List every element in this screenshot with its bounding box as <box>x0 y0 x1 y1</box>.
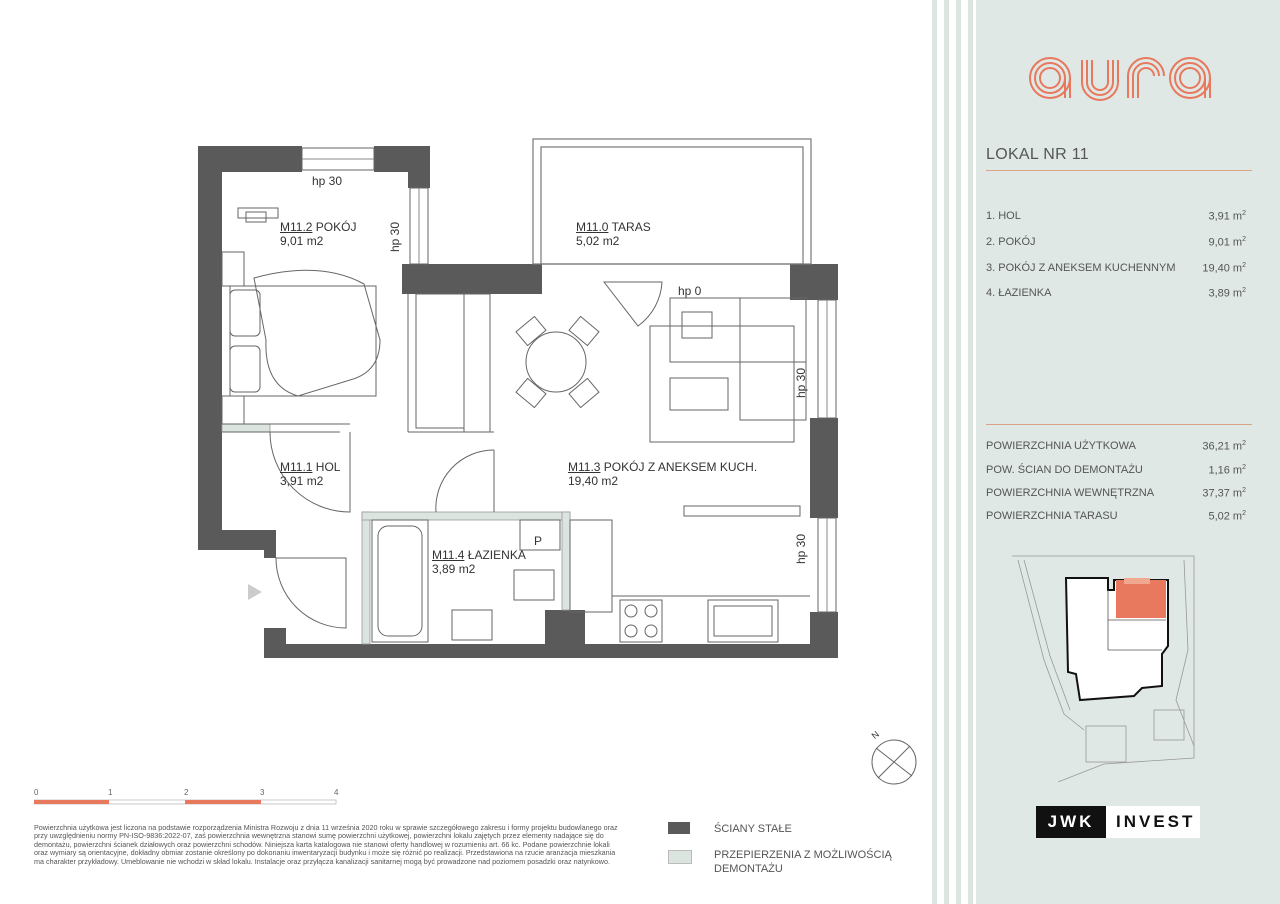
scale-tick: 2 <box>184 788 189 797</box>
info-panel <box>976 0 1280 904</box>
divider <box>986 170 1252 171</box>
wall <box>402 264 542 294</box>
bathtub <box>371 519 429 643</box>
plumbing-marker: P <box>534 534 543 548</box>
kitchen-counter <box>569 519 613 613</box>
decorative-stripe <box>956 0 961 904</box>
sofa <box>669 297 807 363</box>
height-label: hp 30 <box>794 533 808 564</box>
height-label: hp 30 <box>388 221 402 252</box>
developer-logo: JWK INVEST <box>1036 806 1200 838</box>
room-label-aneks: M11.3 POKÓJ Z ANEKSEM KUCH. 19,40 m2 <box>568 460 758 488</box>
partition <box>361 511 571 521</box>
building-location-map <box>1012 555 1195 782</box>
decorative-stripe <box>944 0 949 904</box>
bed <box>229 285 377 397</box>
wall <box>248 530 276 558</box>
wall <box>545 610 585 658</box>
developer-logo-left: JWK <box>1036 806 1106 838</box>
legend-walls-label: ŚCIANY STAŁE <box>714 823 792 835</box>
floor-plan <box>198 138 838 658</box>
tv-shelf <box>683 505 801 517</box>
room-label-taras: M11.0 TARAS 5,02 m2 <box>576 220 651 248</box>
terrace-railing <box>532 138 812 265</box>
legend-partition-swatch <box>668 850 692 864</box>
wall <box>810 264 838 300</box>
toilet <box>513 569 555 601</box>
developer-logo-right: INVEST <box>1116 812 1196 831</box>
room-label-lazienka: M11.4 ŁAZIENKA 3,89 m2 <box>432 548 526 576</box>
divider <box>986 424 1252 425</box>
entrance-marker <box>248 584 262 600</box>
decorative-stripe <box>932 0 937 904</box>
wall <box>264 628 286 658</box>
height-label: hp 0 <box>678 284 702 298</box>
dining-table <box>525 331 587 393</box>
scale-tick: 4 <box>334 788 339 797</box>
scale-tick: 0 <box>34 788 39 797</box>
legend-walls-swatch <box>668 822 690 834</box>
height-label: hp 30 <box>794 367 808 398</box>
decorative-stripe <box>968 0 973 904</box>
room-label-pokoj: M11.2 POKÓJ 9,01 m2 <box>280 220 357 248</box>
sink <box>451 609 493 641</box>
room-label-hol: M11.1 HOL 3,91 m2 <box>280 460 341 488</box>
partition <box>361 511 371 645</box>
partition <box>561 511 571 611</box>
scale-tick: 3 <box>260 788 265 797</box>
scale-bar <box>34 799 337 805</box>
height-label: hp 30 <box>312 174 343 188</box>
disclaimer: Powierzchnia użytkowa jest liczona na po… <box>34 823 618 866</box>
unit-highlight <box>1116 580 1166 618</box>
wardrobe <box>415 293 465 429</box>
scale-tick: 1 <box>108 788 113 797</box>
aura-logo: aura <box>1029 57 1211 101</box>
wall <box>198 146 222 550</box>
wall <box>198 146 302 172</box>
unit-title: LOKAL NR 11 <box>986 146 1089 163</box>
wall <box>198 530 248 550</box>
rug <box>649 325 795 443</box>
wall <box>408 146 430 188</box>
wall <box>810 418 838 518</box>
compass-icon <box>871 739 917 785</box>
partition <box>221 423 271 433</box>
